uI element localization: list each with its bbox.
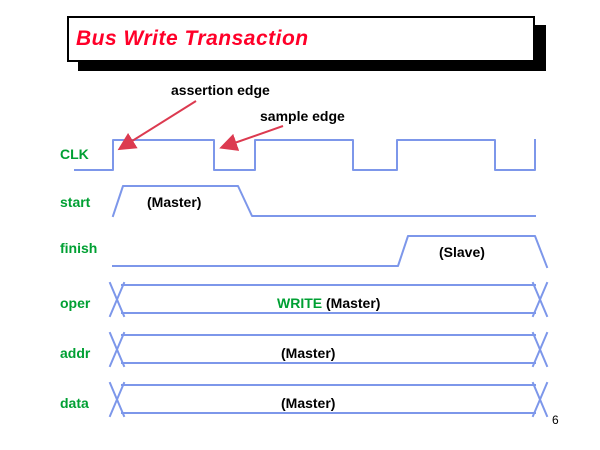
signal-label-data: data: [60, 395, 89, 411]
signal-label-clk: CLK: [60, 146, 89, 162]
addr-driver-label: (Master): [281, 345, 336, 361]
clk-waveform: [74, 139, 536, 171]
title-box: Bus Write Transaction: [67, 16, 535, 62]
signal-label-start: start: [60, 194, 91, 210]
signal-label-oper: oper: [60, 295, 91, 311]
assertion-edge-label: assertion edge: [171, 82, 270, 98]
start-driver-label: (Master): [147, 194, 202, 210]
signal-label-addr: addr: [60, 345, 91, 361]
oper-driver-label: (Master): [326, 295, 381, 311]
assertion-edge-arrow-icon: [117, 100, 197, 151]
page-number: 6: [552, 413, 559, 427]
sample-edge-arrow-icon: [219, 125, 284, 151]
data-driver-label: (Master): [281, 395, 336, 411]
finish-driver-label: (Slave): [439, 244, 485, 260]
sample-edge-label: sample edge: [260, 108, 345, 124]
oper-value-write: WRITE: [277, 295, 323, 311]
oper-value-label: WRITE (Master): [277, 295, 380, 311]
signal-label-finish: finish: [60, 240, 98, 256]
page-title: Bus Write Transaction: [76, 27, 309, 50]
